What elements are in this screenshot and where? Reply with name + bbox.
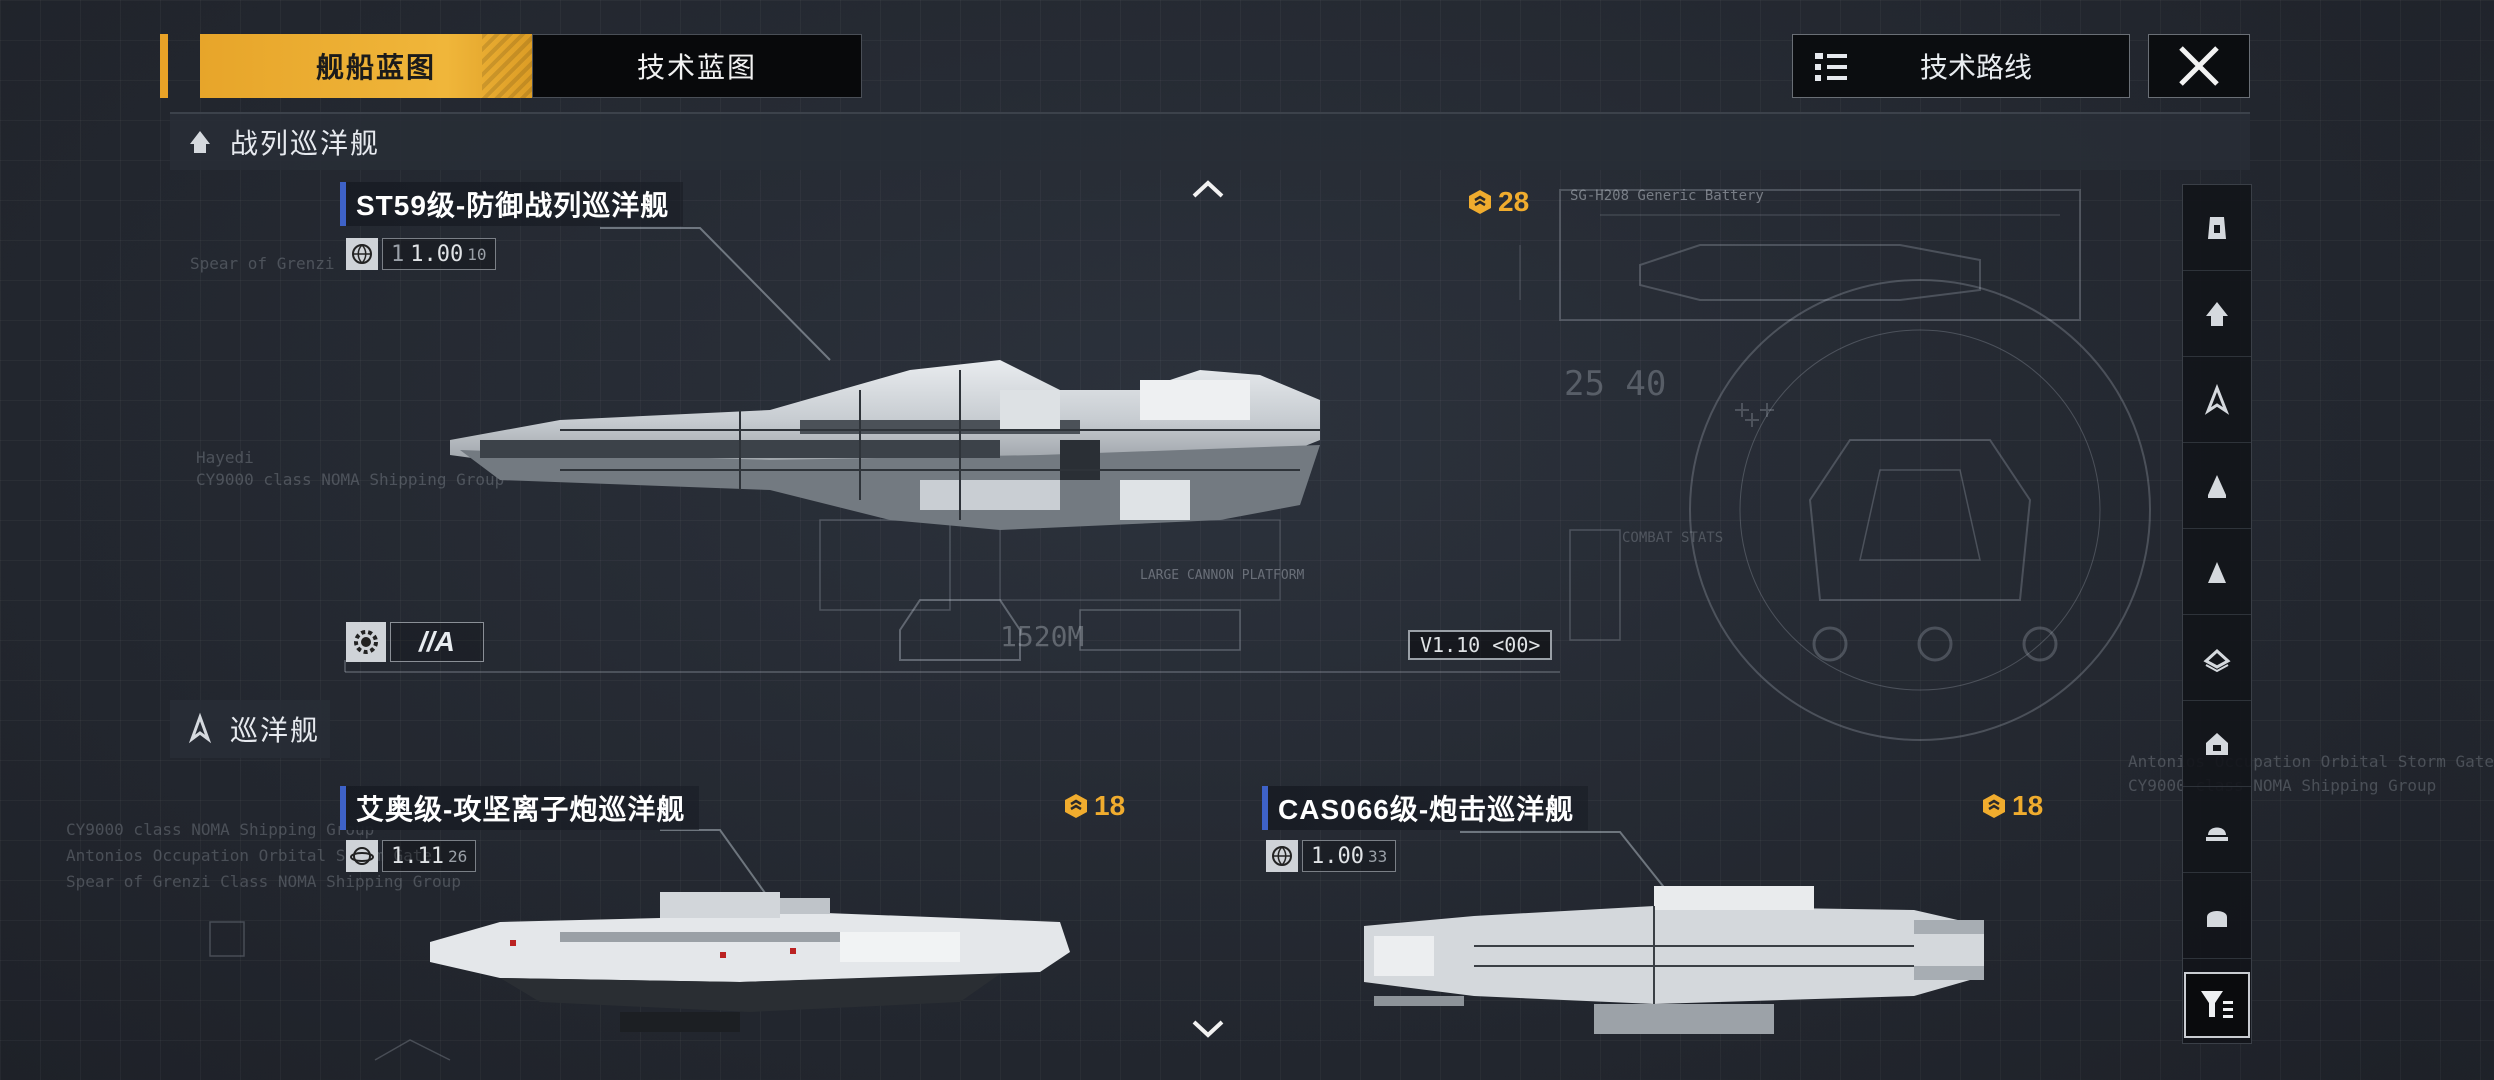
ship-image-cas066	[1364, 886, 1984, 1034]
hexagon-coin-icon	[1065, 794, 1087, 818]
faint-label: Spear of Grenzi	[190, 254, 335, 273]
tab-ship-blueprint[interactable]: 舰船蓝图	[200, 34, 552, 98]
scroll-up-icon[interactable]	[1190, 178, 1226, 200]
filter-utility[interactable]	[2183, 873, 2251, 959]
ship-name: 艾奥级-攻坚离子炮巡洋舰	[340, 786, 700, 830]
filter-cruiser[interactable]	[2183, 357, 2251, 443]
battlecruiser-class-icon	[2206, 301, 2228, 326]
filter-frigate[interactable]	[2183, 529, 2251, 615]
globe-icon	[1266, 840, 1298, 872]
version-value: 1.11 26	[382, 840, 477, 872]
cruiser-class-icon	[188, 712, 212, 744]
filter-button[interactable]	[2184, 972, 2250, 1038]
version-value: 1 1.00 10	[382, 238, 496, 270]
top-bar: 舰船蓝图 技术蓝图 技术路线	[160, 34, 2250, 98]
ship-card-aio[interactable]: 艾奥级-攻坚离子炮巡洋舰 1.11 26 18	[340, 786, 1125, 1056]
ship-version: 1.11 26	[346, 840, 477, 872]
cost-value: 28	[1498, 186, 1530, 217]
blueprint-decoration	[209, 189, 2151, 1061]
ship-card-cas066[interactable]: CAS066级-炮击巡洋舰 1.00 33 18	[1262, 786, 2052, 1056]
tab-label: 舰船蓝图	[315, 52, 436, 83]
faint-label: Spear of Grenzi Class NOMA Shipping Grou…	[66, 872, 461, 891]
faint-label: CY9000 class NOMA Shipping Group	[196, 470, 505, 489]
tech-route-button[interactable]: 技术路线	[1792, 34, 2130, 98]
section-header-battlecruiser: 战列巡洋舰	[170, 112, 2250, 170]
section-header-cruiser: 巡洋舰	[170, 700, 330, 758]
faint-label: CY9000 class NOMA Shipping Group	[66, 820, 375, 839]
filter-battlecruiser[interactable]	[2183, 271, 2251, 357]
close-button[interactable]	[2148, 34, 2250, 98]
spec-tag: V1.10 <00>	[1408, 630, 1553, 660]
filter-destroyer[interactable]	[2183, 443, 2251, 529]
ship-version: 1.00 33	[1266, 840, 1397, 872]
ship-card-st59[interactable]: ST59级-防御战列巡洋舰 1 1.00 10 28	[340, 180, 1560, 670]
ship-grade: //A	[346, 622, 484, 662]
faint-label: Antonios Occupation Orbital Storm Gate	[66, 846, 433, 865]
ship-image-aio	[430, 892, 1070, 1032]
ship-cost: 28	[1466, 186, 1529, 218]
grade-value: //A	[390, 622, 484, 662]
filter-auxiliary[interactable]	[2183, 701, 2251, 787]
ship-class-filter	[2182, 184, 2252, 1044]
utility-class-icon	[2207, 910, 2227, 927]
hexagon-coin-icon	[1469, 190, 1491, 214]
accent-stripe	[160, 34, 168, 98]
ship-version: 1 1.00 10	[346, 238, 496, 270]
support-class-icon	[2206, 827, 2228, 841]
ship-name: CAS066级-炮击巡洋舰	[1262, 786, 1589, 830]
carrier-class-icon	[2208, 216, 2226, 239]
cruiser-class-icon	[2204, 383, 2230, 415]
destroyer-class-icon	[2208, 474, 2226, 498]
version-value: 1.00 33	[1302, 840, 1397, 872]
hexagon-coin-icon	[1983, 794, 2005, 818]
frigate-class-icon	[2208, 561, 2226, 583]
length-label: 1520M	[1000, 620, 1085, 653]
faint-label: Hayedi	[196, 448, 254, 467]
filter-carrier[interactable]	[2183, 185, 2251, 271]
ship-cost: 18	[1980, 790, 2043, 822]
filter-support[interactable]	[2183, 787, 2251, 873]
corvette-class-icon	[2203, 648, 2231, 672]
faint-label: LARGE CANNON PLATFORM	[1140, 568, 1305, 583]
gear-icon	[346, 622, 386, 662]
ship-image-st59	[450, 360, 1320, 661]
tree-list-icon	[1815, 53, 1847, 81]
scroll-down-icon[interactable]	[1190, 1018, 1226, 1040]
filter-corvette[interactable]	[2183, 615, 2251, 701]
globe-icon	[346, 238, 378, 270]
battlecruiser-class-icon	[190, 131, 210, 153]
close-icon	[2179, 46, 2219, 86]
cost-value: 18	[1094, 790, 1126, 821]
filter-icon	[2201, 991, 2233, 1018]
tab-label: 技术蓝图	[636, 52, 757, 83]
ship-name: ST59级-防御战列巡洋舰	[340, 182, 684, 226]
section-title: 巡洋舰	[230, 715, 321, 746]
faint-label: CY9000 class NOMA Shipping Group	[2128, 776, 2437, 795]
planet-icon	[346, 840, 378, 872]
ship-cost: 18	[1062, 790, 1125, 822]
section-title: 战列巡洋舰	[230, 128, 381, 159]
cost-value: 18	[2012, 790, 2044, 821]
auxiliary-class-icon	[2206, 732, 2228, 755]
faint-label: 25 40	[1564, 364, 1667, 404]
tech-route-label: 技术路线	[1919, 52, 2032, 83]
tab-tech-blueprint[interactable]: 技术蓝图	[532, 34, 862, 98]
faint-label: COMBAT STATS	[1622, 530, 1724, 546]
battery-label: SG-H208 Generic Battery	[1570, 188, 1764, 204]
